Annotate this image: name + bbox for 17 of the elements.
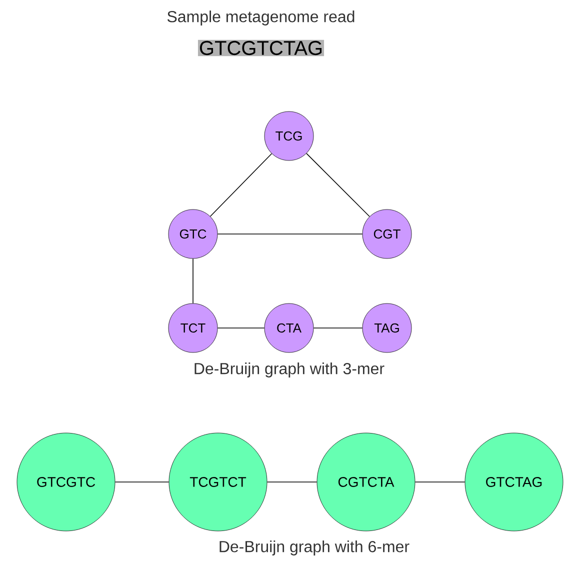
connector-line [210,153,272,217]
kmer-node: TCG [264,111,314,161]
connector-line [192,258,194,304]
title: Sample metagenome read [167,10,354,26]
kmer-node: TAG [362,303,412,353]
sequence-highlight: GTCGTCTAG [198,40,324,56]
kmer-node: TCGTCT [168,432,268,532]
kmer-node: TCT [168,303,218,353]
kmer-node: CGTCTA [316,432,416,532]
graph-caption: De-Bruijn graph with 3-mer [194,362,384,378]
graph-caption: De-Bruijn graph with 6-mer [220,540,410,556]
kmer-node: GTC [168,209,218,259]
kmer-node: GTCTAG [464,432,564,532]
kmer-node: CTA [264,303,314,353]
connector-line [306,153,370,217]
kmer-node: GTCGTC [16,432,116,532]
kmer-node: CGT [362,209,412,259]
